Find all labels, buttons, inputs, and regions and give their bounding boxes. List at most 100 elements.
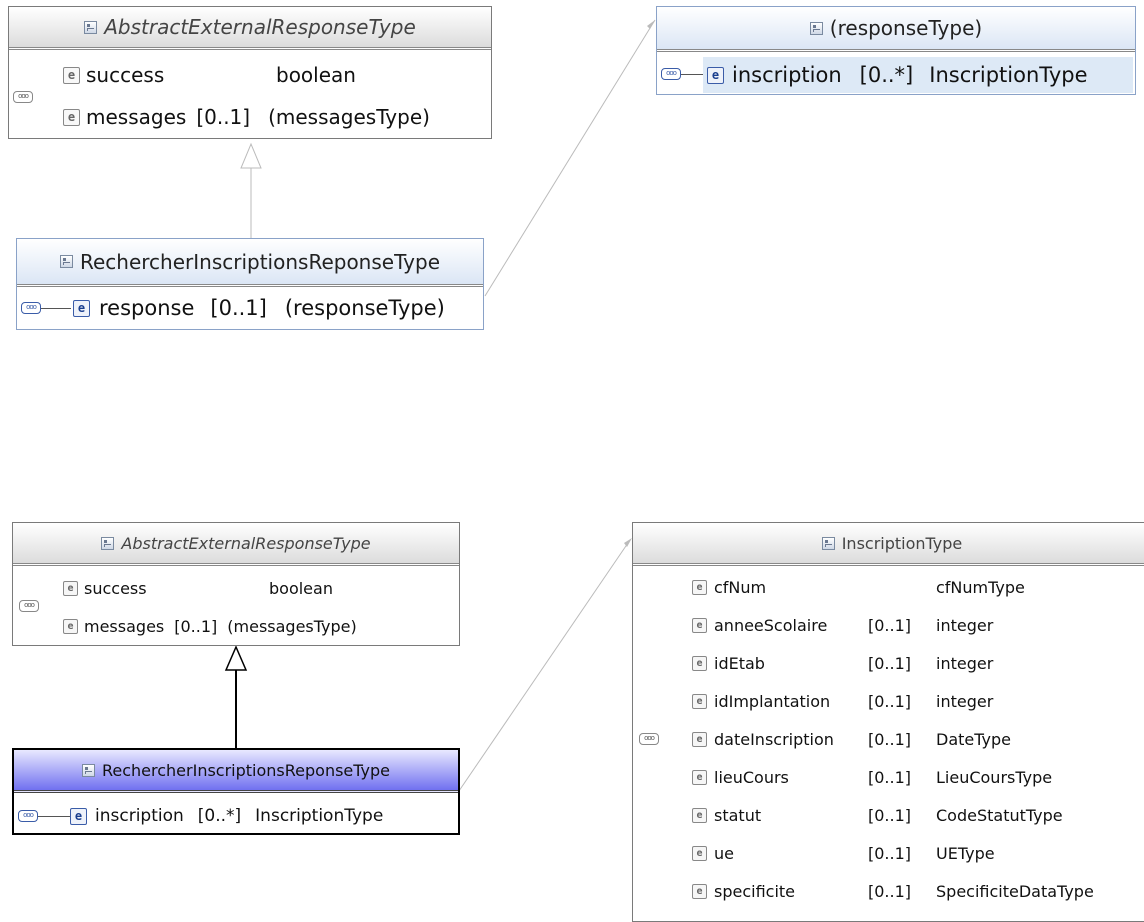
derived-response-type-box[interactable]: RechercherInscriptionsReponseType ooo e … [16,238,484,330]
field-type: SpecificiteDataType [936,881,1094,901]
field-multiplicity: [0..1] [868,729,912,749]
attribute-row[interactable]: e success boolean [63,62,356,88]
inheritance-arrow [240,142,262,169]
box-header: RechercherInscriptionsReponseType [17,239,483,287]
reference-line-2 [445,539,631,811]
field-type: cfNumType [936,577,1025,597]
field-multiplicity: [0..1] [868,653,912,673]
field-type: integer [936,653,994,673]
element-ref-icon: e [63,580,78,596]
field-type: DateType [936,729,1011,749]
element-ref-icon: e [63,66,80,84]
attribute-row[interactable]: e messages [0..1] (messagesType) [63,104,430,130]
complex-type-icon [101,536,115,550]
field-multiplicity: [0..*] [197,806,242,826]
element-row[interactable]: e inscription [0..*] InscriptionType [70,804,383,828]
complex-type-icon [809,21,823,35]
field-type: integer [936,691,994,711]
field-type: InscriptionType [929,63,1088,87]
field-multiplicity: [0..1] [174,616,218,636]
field-multiplicity: [0..1] [868,843,912,863]
element-icon: e [692,579,707,595]
field-type: (messagesType) [268,105,430,129]
derived-response-type-box-2[interactable]: RechercherInscriptionsReponseType ooo e … [12,748,460,835]
element-row[interactable]: e inscription [0..*] InscriptionType [703,57,1133,93]
field-type: integer [936,615,994,635]
field-type: CodeStatutType [936,805,1063,825]
response-type-box[interactable]: (responseType) ooo e inscription [0..*] … [656,6,1136,95]
field-type: InscriptionType [255,806,384,826]
element-icon: e [707,66,724,84]
box-header: AbstractExternalResponseType [9,7,491,50]
element-icon: e [692,655,707,671]
field-multiplicity: [0..1] [868,805,912,825]
field-multiplicity: [0..1] [868,881,912,901]
field-name: statut [714,805,762,825]
element-row[interactable]: e lieuCours [0..1] LieuCoursType [692,766,1052,788]
field-name: lieuCours [714,767,789,787]
field-multiplicity: [0..1] [868,615,912,635]
reference-line [484,19,656,297]
field-type: boolean [276,63,356,87]
element-row[interactable]: e cfNum cfNumType [692,576,1025,598]
sequence-icon: ooo [18,810,38,822]
field-name: messages [86,105,187,129]
field-name: anneeScolaire [714,615,828,635]
field-type: (responseType) [284,296,445,320]
field-multiplicity: [0..*] [859,63,914,87]
field-multiplicity: [0..1] [868,767,912,787]
attribute-row[interactable]: e messages [0..1] (messagesType) [63,615,357,637]
box-title: AbstractExternalResponseType [104,15,416,39]
box-title: (responseType) [829,16,983,40]
box-title: AbstractExternalResponseType [121,533,371,553]
field-type: boolean [269,578,333,598]
abstract-response-type-box[interactable]: AbstractExternalResponseType ooo e succe… [8,6,492,139]
field-multiplicity: [0..1] [210,296,267,320]
element-icon: e [692,731,707,747]
sequence-icon: ooo [19,600,39,612]
element-icon: e [70,807,87,825]
attribute-row[interactable]: e success boolean [63,577,333,599]
field-name: success [86,63,165,87]
element-icon: e [692,883,707,899]
complex-type-icon [84,20,98,34]
field-name: inscription [732,63,842,87]
box-header: (responseType) [657,7,1135,52]
element-row[interactable]: e ue [0..1] UEType [692,842,995,864]
sequence-icon: ooo [13,91,33,103]
element-row[interactable]: e dateInscription [0..1] DateType [692,728,1011,750]
sequence-icon: ooo [21,302,41,314]
sequence-icon: ooo [639,733,659,745]
field-name: inscription [95,806,184,826]
field-name: success [84,578,147,598]
element-icon: e [692,769,707,785]
box-title: RechercherInscriptionsReponseType [101,760,391,780]
field-name: idEtab [714,653,765,673]
element-icon: e [692,693,707,709]
field-name: idImplantation [714,691,831,711]
element-icon: e [692,807,707,823]
element-row[interactable]: e statut [0..1] CodeStatutType [692,804,1063,826]
box-header: RechercherInscriptionsReponseType [14,750,458,793]
field-type: (messagesType) [227,616,357,636]
element-row[interactable]: e idEtab [0..1] integer [692,652,993,674]
field-multiplicity: [0..1] [868,691,912,711]
inscription-type-box[interactable]: InscriptionType ooo [632,522,1144,922]
box-header: AbstractExternalResponseType [13,523,459,566]
element-ref-icon: e [63,108,80,126]
complex-type-icon [821,536,835,550]
element-icon: e [692,617,707,633]
box-header: InscriptionType [633,523,1144,566]
field-name: specificite [714,881,796,901]
inheritance-arrow-2 [224,645,248,671]
element-row[interactable]: e idImplantation [0..1] integer [692,690,993,712]
element-row[interactable]: e response [0..1] (responseType) [73,294,445,322]
field-name: messages [84,616,165,636]
abstract-response-type-box-2[interactable]: AbstractExternalResponseType ooo e succe… [12,522,460,646]
element-icon: e [692,845,707,861]
element-row[interactable]: e specificite [0..1] SpecificiteDataType [692,880,1094,902]
element-row[interactable]: e anneeScolaire [0..1] integer [692,614,993,636]
reference-arrowhead [647,20,655,29]
field-name: response [99,296,195,320]
field-multiplicity: [0..1] [196,105,251,129]
